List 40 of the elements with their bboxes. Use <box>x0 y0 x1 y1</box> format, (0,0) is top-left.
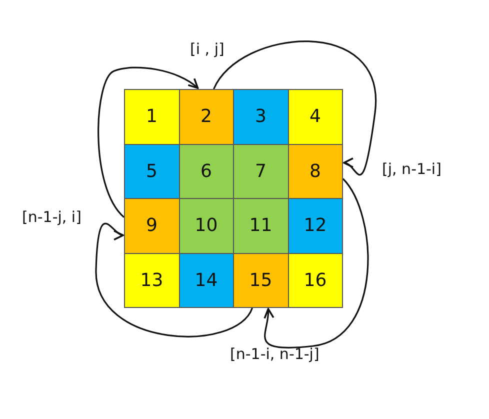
coordinate-label: [i , j] <box>190 40 224 58</box>
cell-number: 5 <box>146 160 158 182</box>
curved-arrow <box>262 178 369 348</box>
grid-cell <box>288 252 343 308</box>
grid-cell <box>288 89 343 144</box>
cell-number: 6 <box>200 160 212 182</box>
coordinate-label: [n-1-j, i] <box>22 208 82 226</box>
grid-cell <box>233 144 288 199</box>
grid-cell <box>178 252 234 308</box>
cell-number: 10 <box>194 215 218 236</box>
curved-arrow <box>98 66 199 218</box>
cell-number: 8 <box>310 160 321 182</box>
grid-cell <box>233 252 288 308</box>
grid-cell <box>124 89 180 144</box>
cell-number: 13 <box>140 270 164 291</box>
cell-number: 11 <box>249 215 272 236</box>
cell-number: 9 <box>146 215 158 236</box>
grid-cell <box>178 89 234 144</box>
cell-number: 7 <box>255 160 266 182</box>
grid-cell <box>233 198 288 254</box>
cell-number: 15 <box>249 270 272 291</box>
cell-number: 2 <box>200 106 212 128</box>
cell-number: 12 <box>304 215 327 236</box>
grid-cell <box>124 144 180 199</box>
grid-cell <box>178 144 234 199</box>
grid-cell <box>124 252 180 308</box>
grid-cell <box>288 198 343 254</box>
curved-arrow <box>95 223 253 338</box>
coordinate-label: [j, n-1-i] <box>382 160 442 178</box>
cell-number: 4 <box>310 106 321 128</box>
cell-number: 3 <box>255 106 266 128</box>
cell-number: 1 <box>146 106 158 128</box>
cell-number: 14 <box>194 270 218 291</box>
grid-cell <box>124 198 180 254</box>
curved-arrow <box>213 40 376 176</box>
grid-cell <box>233 89 288 144</box>
cell-number: 16 <box>304 270 327 291</box>
coordinate-label: [n-1-i, n-1-j] <box>230 345 320 363</box>
grid-cell <box>178 198 234 254</box>
grid-cell <box>288 144 343 199</box>
